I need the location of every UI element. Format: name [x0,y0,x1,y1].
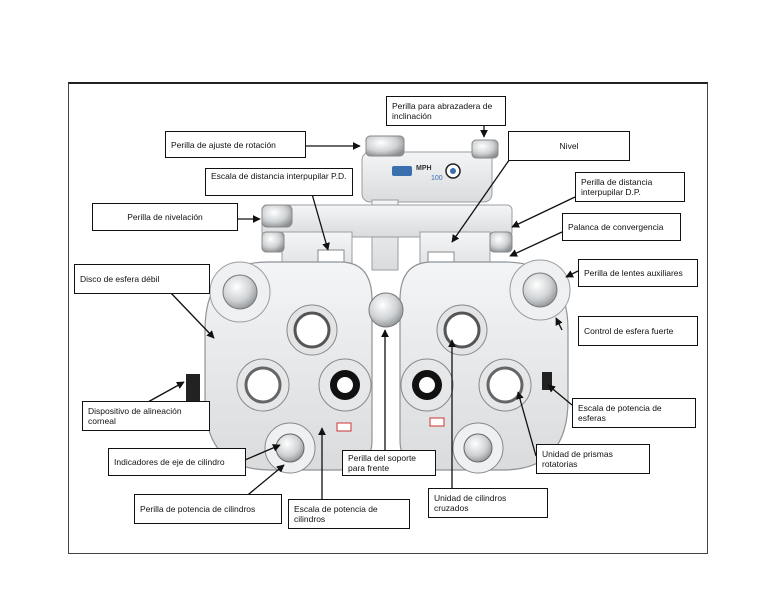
left-housing [186,261,373,474]
forehead-knob-shape [368,292,404,328]
label-inclination-knob: Perilla para abrazadera de inclinación [386,96,506,126]
label-corneal-device: Dispositivo de alineación corneal [82,401,210,431]
label-aux-lens-knob: Perilla de lentes auxiliares [578,259,698,287]
label-strong-sphere-control: Control de esfera fuerte [578,316,698,346]
right-housing [399,259,571,474]
label-sphere-scale: Escala de potencia de esferas [572,398,696,428]
label-rotation-knob: Perilla de ajuste de rotación [165,131,306,158]
label-cyl-scale: Escala de potencia de cilindros [288,499,410,529]
label-cyl-power-knob: Perilla de potencia de cilindros [134,494,282,524]
label-axis-indicators: Indicadores de eje de cilindro [108,448,246,476]
label-cross-cyl-unit: Unidad de cilindros cruzados [428,488,548,518]
label-leveling-knob: Perilla de nivelación [92,203,238,231]
label-forehead-knob: Perilla del soporte para frente [342,450,436,476]
label-convergence-lever: Palanca de convergencia [562,213,681,241]
model-number-text: 100 [431,175,443,182]
model-text: MPH [416,165,432,172]
label-pd-knob: Perilla de distancia interpupilar D.P. [575,172,685,202]
label-pd-scale: Escala de distancia interpupilar P.D. [205,168,353,196]
label-level: Nivel [508,131,630,161]
figure-frame [68,82,708,554]
label-weak-sphere-disc: Disco de esfera débil [74,264,210,294]
label-prism-unit: Unidad de prismas rotatorias [536,444,650,474]
